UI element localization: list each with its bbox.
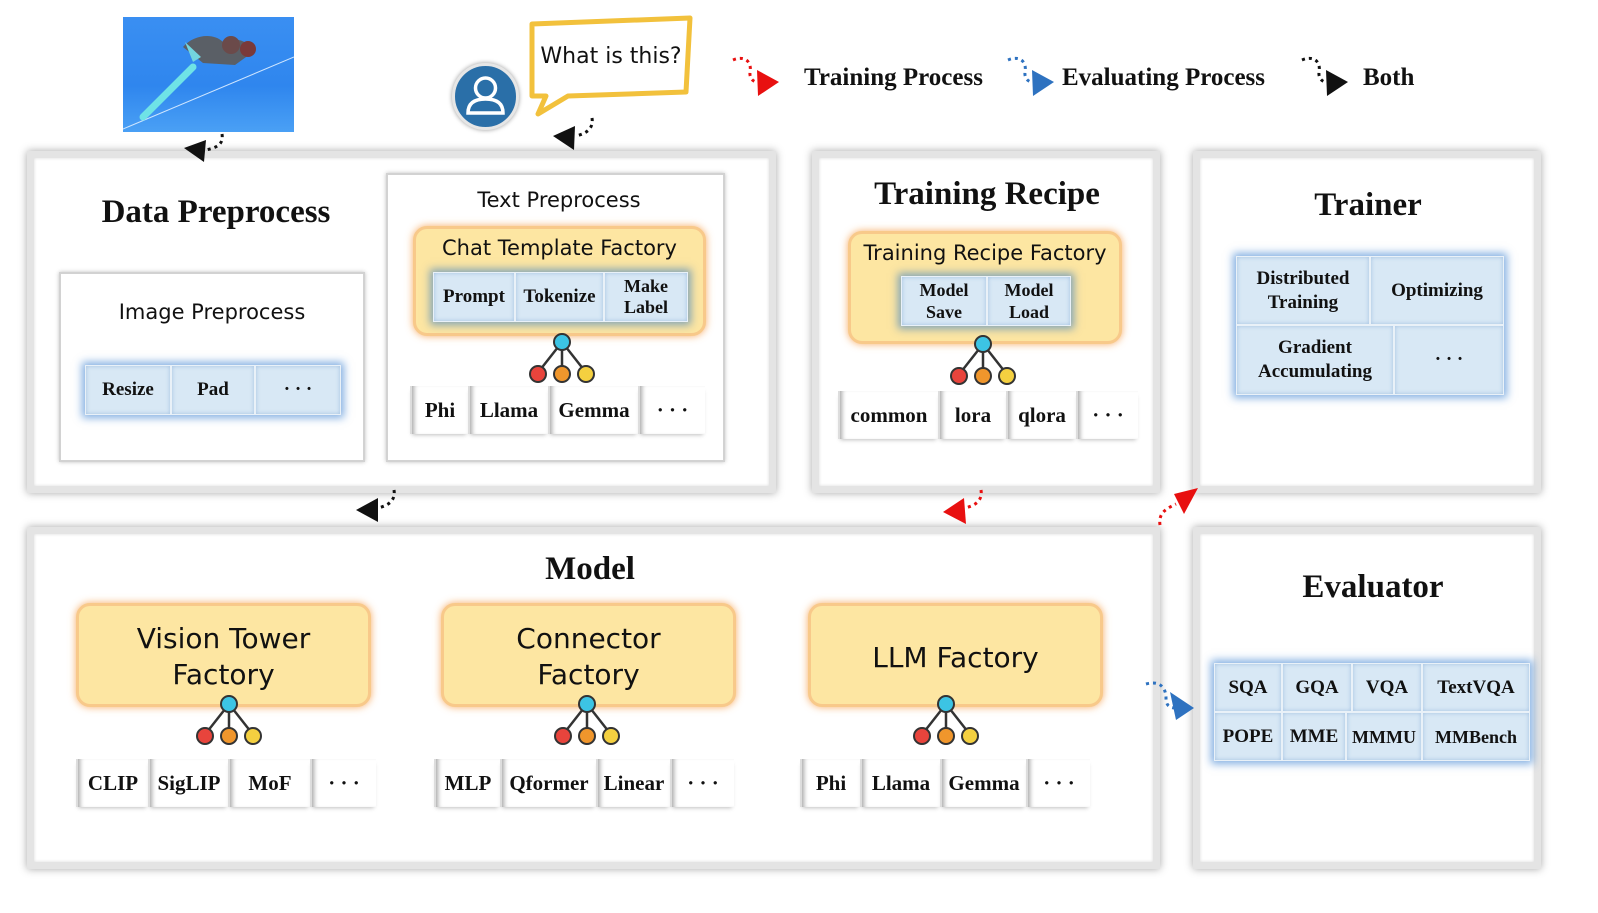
option-linear: Linear	[596, 759, 670, 807]
llm-factory: LLM Factory	[808, 603, 1103, 707]
option-more: · · ·	[638, 386, 705, 434]
benchmark-vqa: VQA	[1352, 663, 1422, 712]
step-distributed-training: Distributed Training	[1236, 256, 1370, 325]
benchmark-textvqa: TextVQA	[1422, 663, 1530, 712]
benchmark-pope: POPE	[1214, 712, 1282, 761]
step-more: · · ·	[1394, 325, 1504, 395]
option-more: · · ·	[310, 759, 376, 807]
vision-tower-factory: Vision Tower Factory	[76, 603, 371, 707]
option-gemma: Gemma	[940, 759, 1026, 807]
data-preprocess-title: Data Preprocess	[101, 194, 331, 230]
option-mof: MoF	[228, 759, 310, 807]
option-gemma: Gemma	[548, 386, 638, 434]
option-llama: Llama	[860, 759, 940, 807]
model-to-evaluator-arrow-icon	[1145, 681, 1194, 720]
connector-factory: Connector Factory	[441, 603, 736, 707]
legend-training-label: Training Process	[804, 64, 983, 91]
option-lora: lora	[938, 391, 1006, 439]
step-model-save: Model Save	[901, 276, 987, 326]
connector-factory-title: Connector Factory	[516, 622, 661, 691]
model-title: Model	[545, 551, 635, 587]
image-to-preprocess-arrow-icon	[184, 133, 224, 162]
option-phi: Phi	[800, 759, 860, 807]
vision-tower-factory-title: Vision Tower Factory	[136, 622, 311, 691]
trainer-steps: Distributed Training Optimizing Gradient…	[1236, 256, 1504, 395]
chat-template-factory-title: Chat Template Factory	[442, 236, 677, 260]
trainer-title: Trainer	[1314, 187, 1422, 223]
tree-icon	[195, 694, 263, 746]
step-make-label: Make Label	[604, 272, 688, 322]
step-gradient-accumulating: Gradient Accumulating	[1236, 325, 1394, 395]
option-llama: Llama	[468, 386, 548, 434]
legend-evaluating-label: Evaluating Process	[1062, 64, 1266, 91]
benchmark-sqa: SQA	[1214, 663, 1282, 712]
text-to-preprocess-arrow-icon	[553, 117, 594, 150]
option-clip: CLIP	[76, 759, 148, 807]
option-siglip: SigLIP	[148, 759, 228, 807]
benchmark-mmbench: MMBench	[1422, 712, 1530, 761]
option-phi: Phi	[410, 386, 468, 434]
input-image	[122, 17, 295, 132]
evaluator-benchmarks: SQA GQA VQA TextVQA POPE MME MMMU MMBenc…	[1214, 663, 1530, 761]
tree-icon	[912, 694, 980, 746]
step-model-load: Model Load	[987, 276, 1071, 326]
user-icon	[466, 76, 505, 115]
option-common: common	[838, 391, 938, 439]
benchmark-mme: MME	[1282, 712, 1346, 761]
option-mlp: MLP	[434, 759, 500, 807]
question-text: What is this?	[540, 44, 682, 69]
legend-training-arrow-icon	[732, 56, 779, 96]
tree-icon	[528, 332, 596, 384]
legend-both-label: Both	[1363, 64, 1415, 91]
step-prompt: Prompt	[433, 272, 515, 322]
recipe-to-model-arrow-icon	[943, 489, 983, 524]
tree-icon	[949, 334, 1017, 386]
benchmark-gqa: GQA	[1282, 663, 1352, 712]
llm-options: Phi Llama Gemma · · ·	[800, 759, 1090, 807]
training-recipe-options: common lora qlora · · ·	[838, 391, 1138, 439]
speech-bubble	[529, 15, 693, 117]
chat-template-options: Phi Llama Gemma · · ·	[410, 386, 705, 434]
llm-factory-title: LLM Factory	[872, 641, 1039, 674]
step-pad: Pad	[171, 365, 255, 415]
vision-tower-options: CLIP SigLIP MoF · · ·	[76, 759, 376, 807]
option-qformer: Qformer	[500, 759, 596, 807]
training-recipe-factory-title: Training Recipe Factory	[863, 241, 1107, 265]
image-preprocess-title: Image Preprocess	[118, 300, 306, 324]
user-avatar	[452, 63, 519, 130]
training-recipe-title: Training Recipe	[874, 176, 1100, 212]
step-resize: Resize	[85, 365, 171, 415]
evaluator-title: Evaluator	[1302, 569, 1444, 605]
preprocess-to-model-arrow-icon	[356, 489, 396, 522]
chat-template-steps: Prompt Tokenize Make Label	[433, 272, 688, 322]
legend-evaluating-arrow-icon	[1007, 56, 1054, 96]
option-more: · · ·	[1076, 391, 1138, 439]
tree-icon	[553, 694, 621, 746]
option-more: · · ·	[1026, 759, 1090, 807]
option-qlora: qlora	[1006, 391, 1076, 439]
connector-options: MLP Qformer Linear · · ·	[434, 759, 734, 807]
step-optimizing: Optimizing	[1370, 256, 1504, 325]
step-more: · · ·	[255, 365, 341, 415]
option-more: · · ·	[670, 759, 734, 807]
benchmark-mmmu: MMMU	[1346, 712, 1422, 761]
legend-both-arrow-icon	[1301, 56, 1348, 96]
text-preprocess-title: Text Preprocess	[477, 188, 641, 212]
image-preprocess-steps: Resize Pad · · ·	[85, 365, 341, 415]
step-tokenize: Tokenize	[515, 272, 604, 322]
training-recipe-steps: Model Save Model Load	[901, 276, 1071, 326]
model-to-trainer-arrow-icon	[1158, 488, 1198, 526]
kite-illustration	[122, 35, 295, 130]
